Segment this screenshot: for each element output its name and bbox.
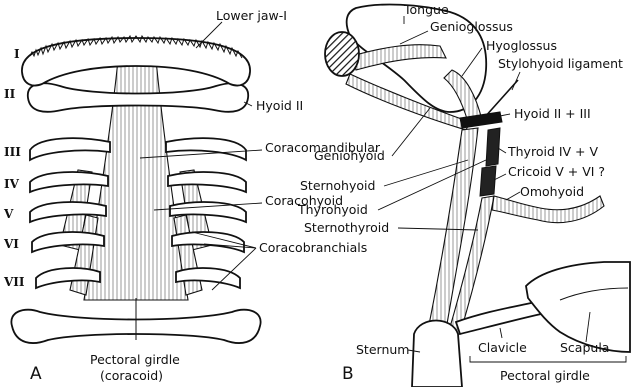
label-coracoid: (coracoid) xyxy=(100,368,163,383)
label-sternum: Sternum xyxy=(356,342,409,357)
label-cricoid: Cricoid V + VI ? xyxy=(508,164,605,179)
label-sternothyroid: Sternothyroid xyxy=(304,220,389,235)
arch-numeral-7: VII xyxy=(3,275,25,289)
arch-numeral-5: V xyxy=(3,207,14,221)
label-omohyoid: Omohyoid xyxy=(520,184,584,199)
stylohyoid-ligament-line xyxy=(484,80,518,118)
label-tongue: Tongue xyxy=(403,2,449,17)
label-thyrohyoid: Thyrohyoid xyxy=(297,202,368,217)
branchial-arch-4-right xyxy=(168,172,246,192)
thyroid-cartilage xyxy=(486,128,500,166)
label-sternohyoid: Sternohyoid xyxy=(300,178,375,193)
label-pectoral-girdle-a: Pectoral girdle xyxy=(90,352,180,367)
arch-numeral-1: I xyxy=(14,47,20,61)
label-coracobranchials: Coracobranchials xyxy=(259,240,367,255)
label-clavicle: Clavicle xyxy=(478,340,527,355)
label-scapula: Scapula xyxy=(560,340,609,355)
cricoid-cartilage xyxy=(480,166,496,196)
sternum-bone xyxy=(412,321,462,387)
arch-numeral-3: III xyxy=(4,145,21,159)
panel-a-drawing xyxy=(11,36,260,343)
label-hyoid-ii-iii: Hyoid II + III xyxy=(514,106,591,121)
label-lower-jaw: Lower jaw-I xyxy=(216,8,287,23)
mandible-section xyxy=(325,32,359,76)
branchial-arch-3-left xyxy=(30,138,110,160)
panel-letter-a: A xyxy=(30,364,42,384)
label-geniohyoid: Geniohyoid xyxy=(314,148,385,163)
label-hyoglossus: Hyoglossus xyxy=(486,38,557,53)
arch-numeral-4: IV xyxy=(4,177,20,191)
label-genioglossus: Genioglossus xyxy=(430,19,513,34)
label-hyoid-ii: Hyoid II xyxy=(256,98,303,113)
branchial-arch-3-right xyxy=(166,138,246,160)
arch-numeral-2: II xyxy=(4,87,16,101)
label-pectoral-girdle-b: Pectoral girdle xyxy=(500,368,590,383)
branchial-arch-4-left xyxy=(30,172,108,192)
label-stylohyoid-ligament: Stylohyoid ligament xyxy=(498,56,623,71)
arch-numeral-6: VI xyxy=(3,237,19,251)
label-thyroid: Thyroid IV + V xyxy=(507,144,599,159)
scapula-bone xyxy=(526,262,630,352)
panel-letter-b: B xyxy=(342,364,354,384)
omohyoid-muscle xyxy=(492,196,604,223)
